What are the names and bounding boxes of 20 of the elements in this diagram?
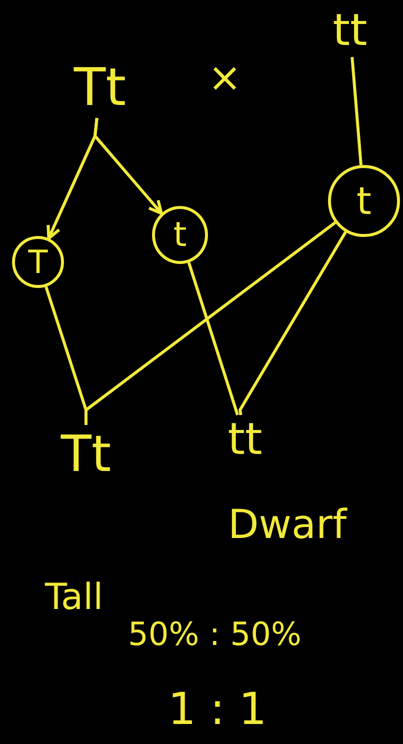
- connector-line: [238, 231, 347, 416]
- allele-text: T: [28, 246, 48, 278]
- ratio-label: 1 : 1: [168, 688, 267, 732]
- genotype-label: tt: [310, 5, 390, 57]
- allele-text: t: [173, 218, 187, 252]
- connector-line: [350, 56, 362, 166]
- phenotype-label: Tall: [45, 580, 104, 616]
- allele-circle: [152, 206, 208, 264]
- cross-symbol: ×: [208, 58, 242, 98]
- genotype-label: Tt: [40, 425, 132, 483]
- genotype-label: Tt: [55, 58, 145, 118]
- genotype-label: tt: [205, 415, 285, 465]
- arrow: [94, 118, 163, 215]
- connector-line: [84, 221, 336, 425]
- allele-circle: [12, 236, 64, 288]
- allele-circle: [328, 165, 400, 237]
- connector-line: [187, 262, 239, 416]
- phenotype-label: Dwarf: [228, 505, 347, 545]
- ratio-label: 50% : 50%: [128, 618, 302, 650]
- allele-text: t: [356, 182, 372, 220]
